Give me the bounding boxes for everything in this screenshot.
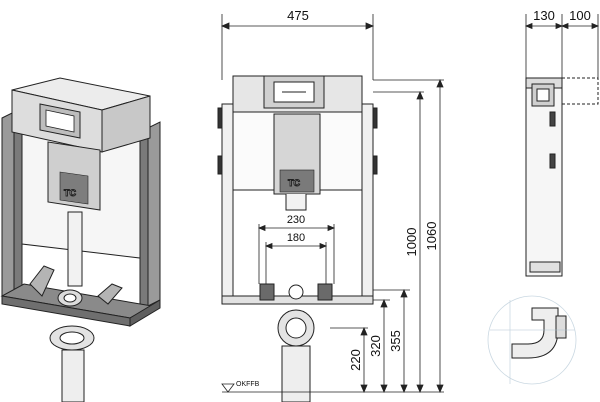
side-view bbox=[511, 77, 599, 359]
iso-drain-pipe bbox=[61, 349, 85, 402]
watermark bbox=[487, 295, 577, 385]
front-brand-mark: TC bbox=[288, 178, 300, 188]
side-extension-outline bbox=[561, 77, 599, 105]
side-drain-bend bbox=[511, 307, 559, 359]
side-dimensions bbox=[524, 14, 600, 78]
iso-left-bracket bbox=[29, 265, 55, 297]
dim-side-extension: 100 bbox=[569, 8, 591, 23]
front-dimensions bbox=[220, 14, 444, 394]
iso-left-rail bbox=[1, 111, 15, 303]
dim-side-depth: 130 bbox=[533, 8, 555, 23]
dim-height-355: 355 bbox=[388, 330, 403, 352]
iso-right-rail bbox=[147, 121, 161, 307]
front-left-rail bbox=[221, 103, 234, 301]
iso-flush-pipe bbox=[67, 211, 83, 287]
iso-cistern-side bbox=[101, 95, 151, 153]
iso-right-bracket bbox=[97, 283, 123, 305]
iso-brand-mark: TC bbox=[64, 188, 76, 198]
front-right-bracket bbox=[317, 283, 333, 301]
dim-width-230: 230 bbox=[287, 214, 305, 226]
side-frame-rail bbox=[525, 77, 563, 277]
front-drain-pipe bbox=[281, 345, 311, 402]
front-view: TC bbox=[217, 75, 378, 402]
dim-height-frame: 1000 bbox=[404, 228, 419, 257]
dim-height-220: 220 bbox=[348, 349, 363, 371]
isometric-view: TC bbox=[0, 77, 161, 402]
dim-frame-width: 475 bbox=[287, 8, 309, 23]
front-left-bracket bbox=[259, 283, 275, 301]
floor-level-label: OKFFB bbox=[236, 381, 260, 388]
dim-height-total: 1060 bbox=[424, 222, 439, 251]
dim-height-320: 320 bbox=[368, 335, 383, 357]
front-right-rail bbox=[361, 103, 374, 301]
front-outlet-ring bbox=[288, 284, 304, 300]
dim-width-180: 180 bbox=[287, 232, 305, 244]
